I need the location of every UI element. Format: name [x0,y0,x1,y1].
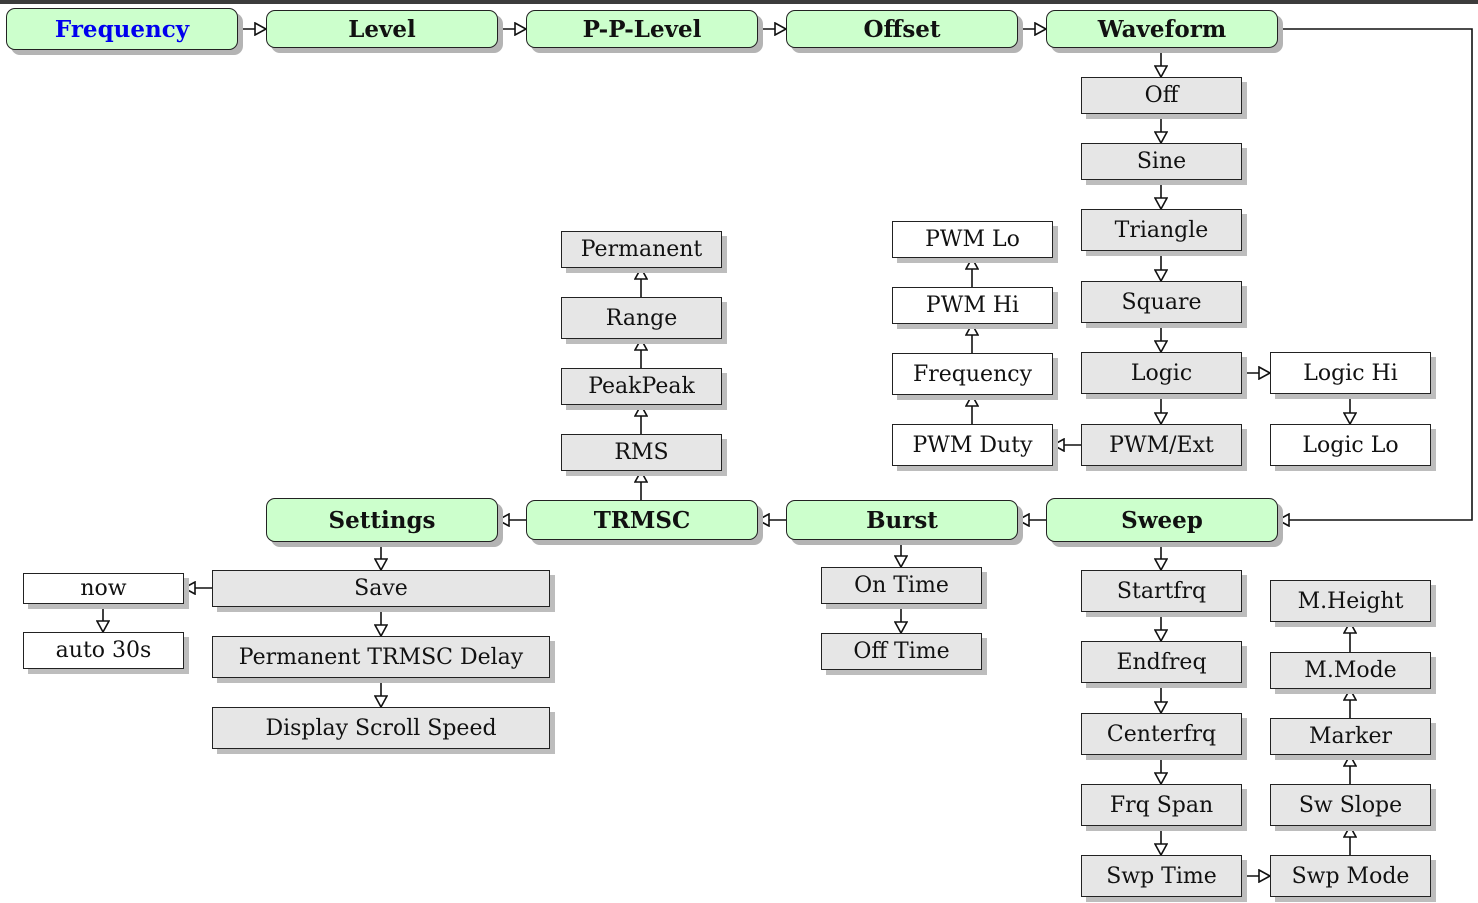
settings-display-scroll-speed[interactable]: Display Scroll Speed [212,707,550,749]
settings-permanent-trmsc-delay[interactable]: Permanent TRMSC Delay [212,636,550,678]
sweep-m-mode[interactable]: M.Mode [1270,652,1431,689]
pwm-frequency[interactable]: Frequency [892,353,1053,395]
sweep-m-height[interactable]: M.Height [1270,580,1431,622]
top-bar [0,0,1478,4]
waveform-off[interactable]: Off [1081,77,1242,114]
pwm-lo[interactable]: PWM Lo [892,221,1053,258]
sweep-startfrq[interactable]: Startfrq [1081,570,1242,612]
main-menu-sweep[interactable]: Sweep [1046,498,1278,542]
pwm-duty[interactable]: PWM Duty [892,424,1053,466]
main-menu-offset[interactable]: Offset [786,10,1018,48]
main-menu-settings[interactable]: Settings [266,498,498,542]
logic-hi[interactable]: Logic Hi [1270,352,1431,394]
trmsc-peakpeak[interactable]: PeakPeak [561,368,722,405]
trmsc-rms[interactable]: RMS [561,434,722,471]
burst-off-time[interactable]: Off Time [821,633,982,670]
main-menu-frequency[interactable]: Frequency [6,8,238,50]
sweep-frq-span[interactable]: Frq Span [1081,784,1242,826]
burst-on-time[interactable]: On Time [821,567,982,604]
waveform-triangle[interactable]: Triangle [1081,209,1242,251]
waveform-logic[interactable]: Logic [1081,352,1242,394]
waveform-pwm-ext[interactable]: PWM/Ext [1081,424,1242,466]
main-menu-level[interactable]: Level [266,10,498,48]
main-menu-burst[interactable]: Burst [786,500,1018,540]
trmsc-range[interactable]: Range [561,297,722,339]
sweep-swp-mode[interactable]: Swp Mode [1270,855,1431,897]
main-menu-trmsc[interactable]: TRMSC [526,500,758,540]
main-menu-pp-level[interactable]: P-P-Level [526,10,758,48]
pwm-hi[interactable]: PWM Hi [892,287,1053,324]
trmsc-permanent[interactable]: Permanent [561,231,722,268]
sweep-endfreq[interactable]: Endfreq [1081,641,1242,683]
sweep-sw-slope[interactable]: Sw Slope [1270,784,1431,826]
save-now[interactable]: now [23,573,184,604]
logic-lo[interactable]: Logic Lo [1270,424,1431,466]
settings-save[interactable]: Save [212,570,550,607]
save-auto-30s[interactable]: auto 30s [23,632,184,669]
waveform-square[interactable]: Square [1081,281,1242,323]
sweep-marker[interactable]: Marker [1270,718,1431,755]
sweep-swp-time[interactable]: Swp Time [1081,855,1242,897]
waveform-sine[interactable]: Sine [1081,143,1242,180]
arrow-wave-to-sweep [1278,28,1473,520]
sweep-centerfrq[interactable]: Centerfrq [1081,713,1242,755]
main-menu-waveform[interactable]: Waveform [1046,10,1278,48]
